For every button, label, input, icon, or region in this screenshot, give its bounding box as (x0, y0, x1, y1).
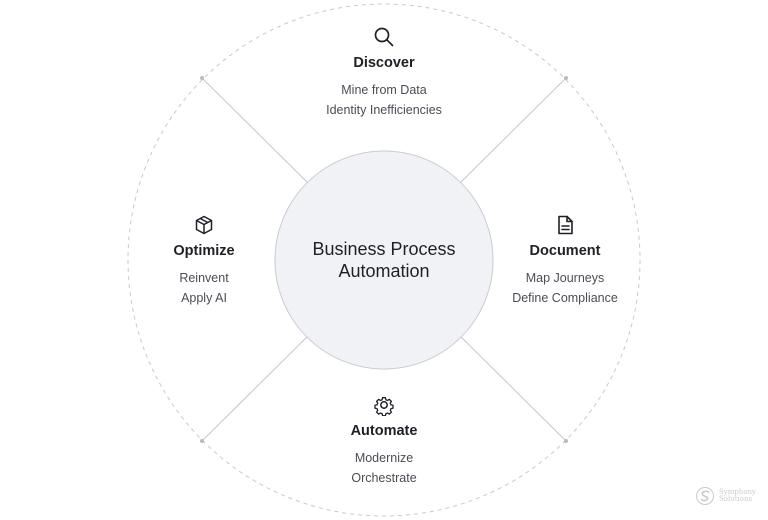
discover-item-1: Mine from Data (341, 83, 427, 97)
connectors (201, 77, 567, 442)
gear-icon (374, 397, 394, 416)
search-icon (374, 27, 394, 47)
connector-bottom-right (456, 332, 567, 442)
document-title: Document (529, 243, 601, 259)
automate-title: Automate (350, 423, 418, 439)
automate-item-1: Modernize (354, 451, 414, 465)
center-label-line2: Automation (338, 261, 430, 281)
document-item-1: Map Journeys (525, 271, 605, 285)
section-automate: Automate Modernize Orchestrate (294, 394, 474, 488)
watermark-logo: Symphony Solutions (695, 486, 756, 506)
center-label: Business Process Automation (284, 238, 484, 282)
discover-item-2: Identity Inefficiencies (326, 103, 442, 117)
optimize-title: Optimize (173, 243, 235, 259)
watermark-line2: Solutions (718, 495, 753, 503)
section-discover: Discover Mine from Data Identity Ineffic… (294, 26, 474, 120)
logo-icon (695, 487, 714, 505)
section-document: Document Map Journeys Define Compliance (475, 214, 655, 308)
cube-icon (195, 215, 213, 235)
connector-bottom-left (201, 332, 312, 442)
document-icon (558, 215, 573, 235)
outer-ring (127, 3, 641, 517)
connector-top-left (201, 77, 312, 187)
center-label-line1: Business Process (312, 239, 456, 259)
section-optimize: Optimize Reinvent Apply AI (114, 214, 294, 308)
watermark-line1: Symphony (718, 488, 756, 496)
document-item-2: Define Compliance (512, 291, 618, 305)
optimize-item-2: Apply AI (181, 291, 227, 305)
automate-item-2: Orchestrate (351, 471, 417, 485)
discover-title: Discover (353, 55, 415, 71)
center-circle (274, 150, 494, 370)
connector-top-right (456, 77, 567, 187)
optimize-item-1: Reinvent (179, 271, 229, 285)
